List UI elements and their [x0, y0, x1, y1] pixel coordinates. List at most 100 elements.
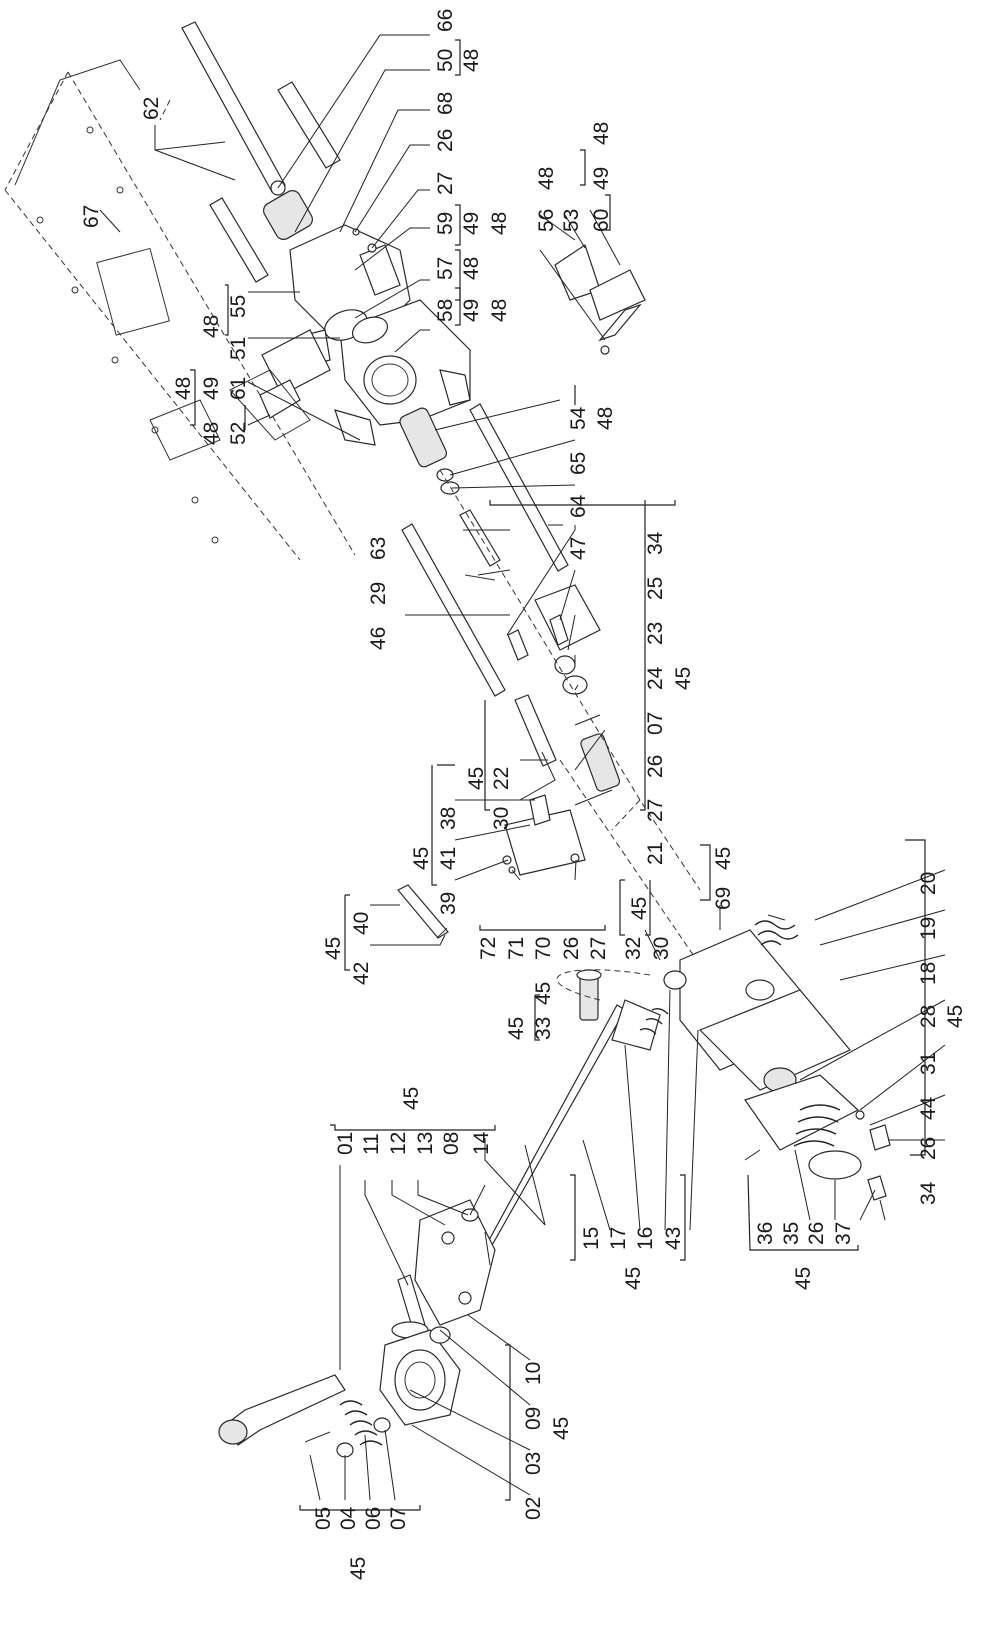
callout-22: 22	[490, 767, 513, 790]
callout-18: 18	[917, 962, 940, 985]
callout-26: 26	[434, 129, 457, 152]
callout-45: 45	[792, 1267, 815, 1290]
callout-08: 08	[440, 1132, 463, 1155]
callout-16: 16	[634, 1227, 657, 1250]
callout-07: 07	[387, 1507, 410, 1530]
callout-48: 48	[594, 407, 617, 430]
callout-13: 13	[414, 1132, 437, 1155]
callout-59: 59	[434, 212, 457, 235]
callout-03: 03	[522, 1452, 545, 1475]
callout-48: 48	[535, 167, 558, 190]
callout-11: 11	[360, 1133, 383, 1155]
splined-shaft	[399, 407, 460, 495]
callout-30: 30	[490, 807, 513, 830]
callout-48: 48	[488, 212, 511, 235]
bracket-39-41	[502, 794, 586, 876]
callout-25: 25	[644, 577, 667, 600]
callout-48: 48	[460, 49, 483, 72]
callout-62: 62	[140, 97, 163, 120]
callout-45: 45	[550, 1417, 573, 1440]
callout-48: 48	[460, 257, 483, 280]
callout-58: 58	[434, 299, 457, 322]
callout-45: 45	[322, 937, 345, 960]
callout-26: 26	[917, 1137, 940, 1160]
callout-45: 45	[505, 1017, 528, 1040]
callout-61: 61	[227, 377, 250, 400]
callout-09: 09	[522, 1407, 545, 1430]
main-shaft	[468, 970, 687, 1277]
callout-45: 45	[628, 897, 651, 920]
callout-54: 54	[567, 406, 590, 430]
assembly-axis	[439, 469, 701, 966]
callout-48: 48	[488, 299, 511, 322]
callout-33: 33	[532, 1017, 555, 1040]
callout-43: 43	[662, 1227, 685, 1250]
callout-41: 41	[437, 847, 460, 870]
callout-12: 12	[387, 1132, 410, 1155]
callout-45: 45	[712, 847, 735, 870]
callout-27: 27	[434, 172, 457, 195]
leader-lines	[99, 34, 946, 1501]
callout-46: 46	[367, 627, 390, 650]
callout-70: 70	[532, 937, 555, 960]
top-guide-rail	[181, 21, 341, 283]
callout-47: 47	[567, 537, 590, 560]
mounting-plate	[391, 1199, 496, 1339]
callout-57: 57	[434, 257, 457, 280]
callout-56: 56	[535, 209, 558, 232]
callout-28: 28	[917, 1005, 940, 1028]
callout-36: 36	[754, 1222, 777, 1245]
callout-45: 45	[672, 667, 695, 690]
callout-39: 39	[437, 892, 460, 915]
callout-29: 29	[367, 582, 390, 605]
callout-26: 26	[644, 755, 667, 778]
bolt-33-path	[556, 969, 651, 1001]
callout-21: 21	[644, 842, 667, 865]
callout-49: 49	[200, 377, 223, 400]
callout-labels: 66 48 50 68 26 27 59 49 48 57 48 58 49 4…	[80, 9, 967, 1580]
callout-45: 45	[410, 847, 433, 870]
callout-53: 53	[560, 209, 583, 232]
callout-63: 63	[367, 537, 390, 560]
callout-45: 45	[400, 1087, 423, 1110]
callout-52: 52	[227, 422, 250, 445]
callout-10: 10	[522, 1362, 545, 1385]
callout-72: 72	[477, 937, 500, 960]
callout-48: 48	[590, 122, 613, 145]
callout-40: 40	[350, 912, 373, 935]
callout-45: 45	[347, 1557, 370, 1580]
callout-14: 14	[470, 1131, 493, 1155]
callout-31: 31	[917, 1052, 940, 1075]
callout-44: 44	[917, 1096, 940, 1120]
valve-block	[507, 584, 621, 792]
callout-07: 07	[644, 712, 667, 735]
callout-32: 32	[622, 937, 645, 960]
callout-38: 38	[437, 807, 460, 830]
callout-05: 05	[312, 1507, 335, 1530]
callout-45: 45	[944, 1005, 967, 1028]
group-brackets	[190, 39, 926, 1511]
callout-06: 06	[362, 1507, 385, 1530]
callout-60: 60	[590, 209, 613, 232]
callout-35: 35	[780, 1222, 803, 1245]
cam-plates	[554, 244, 646, 355]
callout-01: 01	[334, 1132, 357, 1155]
callout-02: 02	[522, 1497, 545, 1520]
callout-66: 66	[434, 9, 457, 32]
callout-69: 69	[712, 887, 735, 910]
callout-51: 51	[227, 337, 250, 360]
callout-23: 23	[644, 622, 667, 645]
callout-20: 20	[917, 872, 940, 895]
callout-04: 04	[337, 1506, 360, 1530]
callout-15: 15	[580, 1227, 603, 1250]
callout-65: 65	[567, 452, 590, 475]
callout-48: 48	[200, 422, 223, 445]
callout-34: 34	[917, 1181, 940, 1205]
callout-68: 68	[434, 92, 457, 115]
callout-45: 45	[622, 1267, 645, 1290]
callout-55: 55	[227, 295, 250, 318]
callout-64: 64	[567, 494, 590, 518]
callout-17: 17	[607, 1227, 630, 1250]
frame-plate	[4, 59, 356, 561]
